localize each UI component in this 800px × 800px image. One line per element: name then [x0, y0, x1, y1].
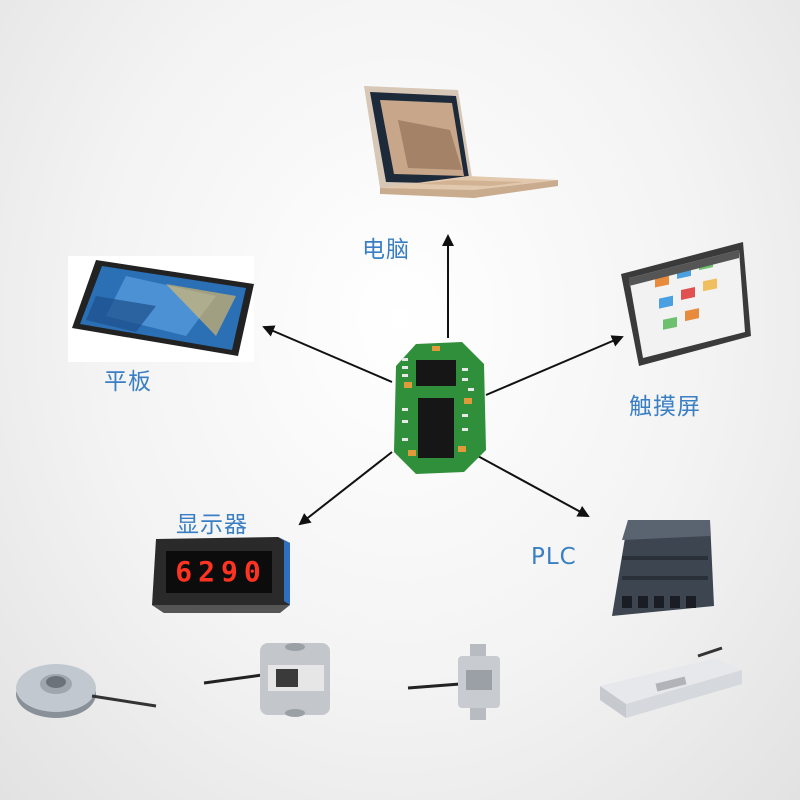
laptop-image: [358, 80, 563, 215]
pcb-board-image: [388, 338, 492, 478]
display-readout: 6290: [168, 555, 274, 588]
plc-image: [608, 516, 716, 620]
label-display: 显示器: [176, 505, 248, 539]
label-plc: PLC: [531, 544, 577, 570]
load-cell-image: [8, 650, 158, 730]
load-cell-image: [404, 640, 514, 725]
load-cell-image: [200, 635, 340, 725]
label-tablet: 平板: [104, 362, 152, 396]
label-computer: 电脑: [362, 230, 410, 264]
arrow-to-touchscreen: [486, 337, 622, 395]
label-touchscreen: 触摸屏: [629, 387, 701, 421]
touchscreen-image: [615, 238, 755, 368]
arrow-to-tablet: [264, 327, 392, 382]
load-cell-image: [596, 646, 746, 726]
arrow-to-plc: [476, 455, 588, 516]
arrow-to-display: [300, 452, 392, 524]
tablet-image: [66, 256, 258, 360]
